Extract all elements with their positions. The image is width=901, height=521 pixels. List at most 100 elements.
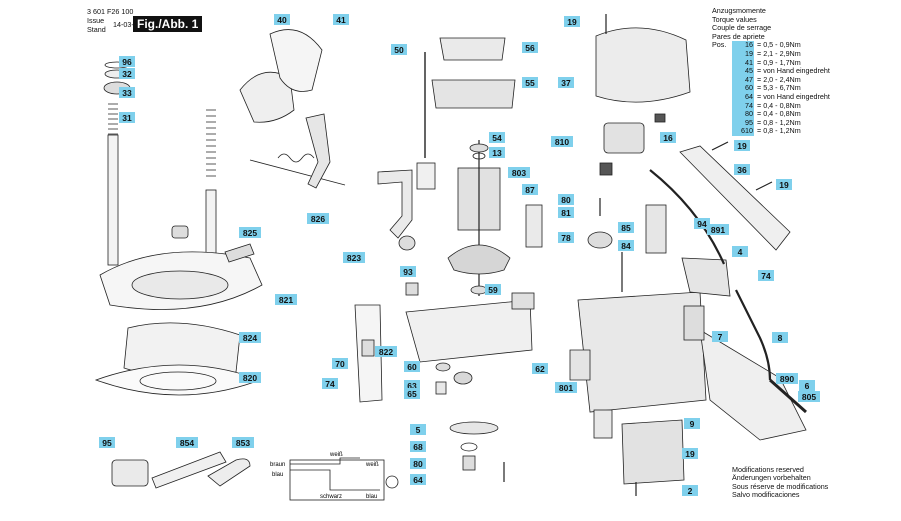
torque-value: = 0,4 - 0,8Nm bbox=[755, 100, 801, 110]
callout-badge bbox=[275, 294, 297, 305]
callout-badge bbox=[239, 227, 261, 238]
callout-badge bbox=[404, 388, 420, 399]
callout-badge bbox=[532, 363, 548, 374]
callout-badge bbox=[489, 147, 505, 158]
callout-badge bbox=[618, 222, 634, 233]
callout-number: 64 bbox=[413, 475, 423, 485]
callout-number: 84 bbox=[621, 241, 631, 251]
part-callout-40: 40 bbox=[274, 14, 290, 25]
callout-number: 78 bbox=[561, 233, 571, 243]
callout-number: 95 bbox=[102, 438, 112, 448]
bearing-59 bbox=[470, 285, 488, 295]
wire-label-braun: braun bbox=[270, 462, 285, 468]
callout-badge bbox=[332, 358, 348, 369]
torque-title-1: Anzugsmomente bbox=[712, 6, 766, 15]
callout-badge bbox=[551, 136, 573, 147]
callout-badge bbox=[555, 382, 577, 393]
part-callout-826: 826 bbox=[307, 213, 329, 224]
part-callout-6: 6 bbox=[799, 380, 815, 391]
callout-number: 31 bbox=[122, 113, 132, 123]
part-callout-81: 81 bbox=[558, 207, 574, 218]
callout-number: 54 bbox=[492, 133, 502, 143]
depth-stop-bracket bbox=[377, 169, 413, 239]
callout-number: 55 bbox=[525, 78, 535, 88]
clip-93 bbox=[405, 282, 419, 296]
part-callout-7: 7 bbox=[712, 331, 728, 342]
guide-column-right bbox=[205, 189, 217, 261]
torque-pos: 80 bbox=[732, 110, 754, 119]
callout-number: 87 bbox=[525, 185, 535, 195]
part-callout-19: 19 bbox=[776, 179, 792, 190]
part-callout-805: 805 bbox=[798, 391, 820, 402]
bearing-78 bbox=[587, 231, 613, 249]
callout-badge bbox=[119, 87, 135, 98]
depth-knob bbox=[398, 235, 416, 251]
torque-title-3: Couple de serrage bbox=[712, 23, 772, 33]
callout-badge bbox=[732, 246, 748, 257]
part-callout-62: 62 bbox=[532, 363, 548, 374]
wire-label-weiss-1: weiß bbox=[329, 452, 343, 458]
callout-badge bbox=[776, 373, 798, 384]
callout-badge bbox=[799, 380, 815, 391]
callout-badge bbox=[682, 448, 698, 459]
cable bbox=[649, 169, 772, 381]
torque-pos: 41 bbox=[732, 58, 754, 68]
wiring-box bbox=[289, 459, 385, 501]
part-callout-822: 822 bbox=[375, 346, 397, 357]
callout-number: 37 bbox=[561, 78, 571, 88]
screw-60 bbox=[435, 362, 451, 372]
part-callout-33: 33 bbox=[119, 87, 135, 98]
callout-number: 59 bbox=[488, 285, 498, 295]
modifications-note: Modifications reserved Änderungen vorbeh… bbox=[732, 465, 829, 500]
ring-56 bbox=[439, 37, 506, 61]
torque-row: 45 = von Hand eingedreht bbox=[732, 66, 830, 76]
scale-pointer bbox=[361, 339, 375, 357]
part-callout-96: 96 bbox=[119, 56, 135, 67]
part-callout-85: 85 bbox=[618, 222, 634, 233]
callout-number: 94 bbox=[697, 219, 707, 229]
torque-pos: 610 bbox=[732, 127, 754, 136]
callout-badge bbox=[707, 224, 729, 235]
ring-13 bbox=[472, 152, 486, 160]
mods-line-3: Sous réserve de modifications bbox=[732, 481, 829, 491]
callout-number: 68 bbox=[413, 442, 423, 452]
torque-value: = von Hand eingedreht bbox=[755, 66, 830, 76]
callout-badge bbox=[558, 232, 574, 243]
callout-number: 820 bbox=[243, 373, 257, 383]
torque-value: = 0,8 - 1,2Nm bbox=[755, 117, 801, 127]
lever-arm bbox=[305, 113, 331, 189]
callout-number: 823 bbox=[347, 253, 361, 263]
switch-block-4 bbox=[681, 257, 731, 297]
torque-pos: 19 bbox=[732, 49, 754, 59]
callout-badge bbox=[274, 14, 290, 25]
figure-label: Fig./Abb. 1 bbox=[133, 16, 203, 32]
wire-label-schwarz: schwarz bbox=[320, 494, 342, 500]
part-callout-80: 80 bbox=[558, 194, 574, 205]
callout-badge bbox=[776, 179, 792, 190]
screw-19-handle-2 bbox=[755, 181, 773, 191]
torque-title-2: Torque values bbox=[712, 14, 757, 24]
guide-column-left bbox=[107, 134, 119, 266]
torque-row: 60 = 5,3 - 6,7Nm bbox=[732, 84, 830, 93]
bearing-54 bbox=[469, 143, 489, 153]
callout-number: 19 bbox=[567, 17, 577, 27]
callout-number: 853 bbox=[236, 438, 250, 448]
callout-number: 62 bbox=[535, 364, 545, 374]
callout-number: 810 bbox=[555, 137, 569, 147]
callout-number: 74 bbox=[325, 379, 335, 389]
part-callout-5: 5 bbox=[410, 424, 426, 435]
callout-badge bbox=[307, 213, 329, 224]
part-callout-93: 93 bbox=[400, 266, 416, 277]
callout-number: 56 bbox=[525, 43, 535, 53]
part-callout-803: 803 bbox=[508, 167, 530, 178]
part-callout-94: 94 bbox=[694, 218, 710, 229]
callout-badge bbox=[712, 331, 728, 342]
torque-row: 80 = 0,4 - 0,8Nm bbox=[732, 109, 830, 119]
part-callout-19: 19 bbox=[682, 448, 698, 459]
part-callout-19: 19 bbox=[734, 140, 750, 151]
mods-line-4: Salvo modificaciones bbox=[732, 490, 800, 500]
part-callout-55: 55 bbox=[522, 77, 538, 88]
